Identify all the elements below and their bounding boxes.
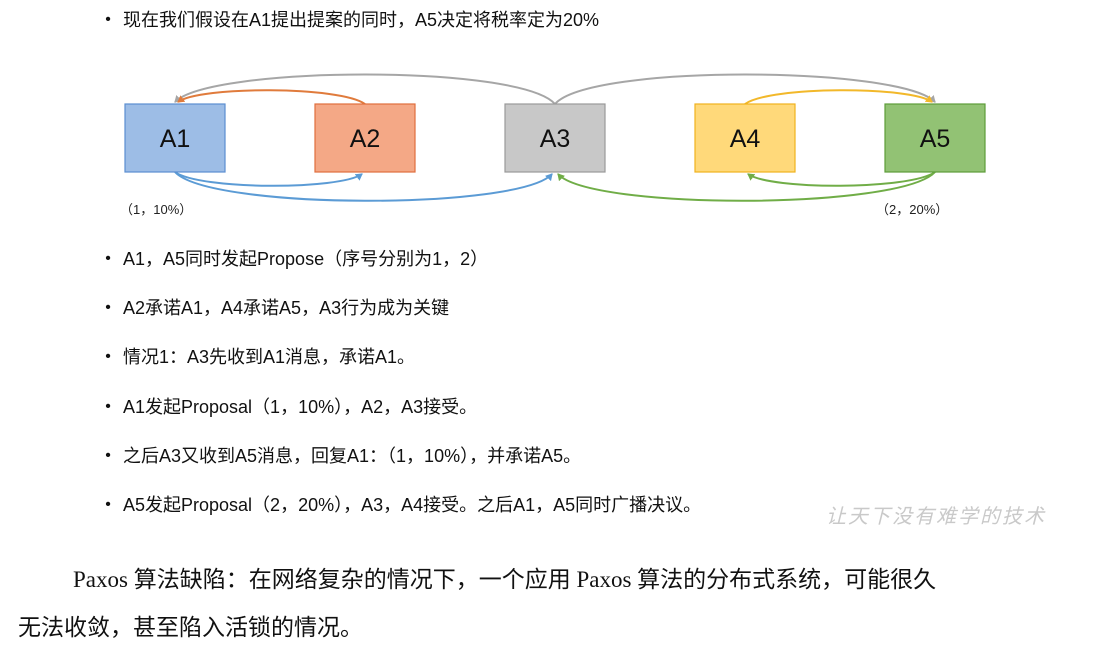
- node-a1-label: A1: [160, 125, 191, 153]
- node-a4: A4: [694, 103, 796, 173]
- arrow-a5-to-a4: [747, 171, 936, 187]
- arrow-a1-to-a3: [174, 171, 553, 202]
- node-a5: A5: [884, 103, 986, 173]
- bullet-item: • 情况1：A3先收到A1消息，承诺A1。: [104, 345, 415, 369]
- node-a2: A2: [314, 103, 416, 173]
- bullet-dot: •: [105, 447, 111, 464]
- paragraph-line: 无法收敛，甚至陷入活锁的情况。: [18, 615, 363, 640]
- bullet-dot: •: [105, 299, 111, 316]
- body-paragraph: Paxos 算法缺陷：在网络复杂的情况下，一个应用 Paxos 算法的分布式系统…: [18, 556, 1108, 652]
- node-a2-label: A2: [350, 125, 381, 153]
- bullet-text: A1，A5同时发起Propose（序号分别为1，2）: [123, 249, 489, 269]
- arrow-a3-to-a1: [174, 73, 556, 105]
- node-a5-label: A5: [920, 125, 951, 153]
- bullet-text: A5发起Proposal（2，20%），A3，A4接受。之后A1，A5同时广播决…: [123, 495, 702, 515]
- arrow-a3-to-a5: [554, 73, 936, 105]
- bullet-item: • A1发起Proposal（1，10%），A2，A3接受。: [104, 395, 477, 419]
- bullet-item: • 之后A3又收到A5消息，回复A1：（1，10%），并承诺A5。: [104, 444, 581, 468]
- bullet-item: • A1，A5同时发起Propose（序号分别为1，2）: [104, 247, 488, 271]
- bullet-text: A2承诺A1，A4承诺A5，A3行为成为关键: [123, 298, 450, 318]
- bullet-text: 之后A3又收到A5消息，回复A1：（1，10%），并承诺A5。: [123, 446, 582, 466]
- bullet-item: • 现在我们假设在A1提出提案的同时，A5决定将税率定为20%: [104, 8, 599, 32]
- arrow-a4-to-a5: [744, 89, 933, 105]
- node-a3: A3: [504, 103, 606, 173]
- proposal-label-a5: （2，20%）: [876, 202, 948, 217]
- bullet-text: A1发起Proposal（1，10%），A2，A3接受。: [123, 397, 478, 417]
- bullet-dot: •: [105, 250, 111, 267]
- bullet-text: 现在我们假设在A1提出提案的同时，A5决定将税率定为20%: [123, 10, 600, 30]
- proposal-label-a1: （1，10%）: [120, 202, 192, 217]
- bullet-dot: •: [105, 348, 111, 365]
- node-a3-label: A3: [540, 125, 571, 153]
- bullet-dot: •: [105, 11, 111, 28]
- bullet-item: • A5发起Proposal（2，20%），A3，A4接受。之后A1，A5同时广…: [104, 493, 701, 517]
- arrow-a1-to-a2: [174, 171, 363, 187]
- paxos-diagram: A1 A2 A3 A4 A5 （1，10%） （2，20%）: [120, 73, 986, 217]
- paragraph-line: Paxos 算法缺陷：在网络复杂的情况下，一个应用 Paxos 算法的分布式系统…: [73, 567, 937, 592]
- bullet-text: 情况1：A3先收到A1消息，承诺A1。: [123, 347, 416, 367]
- bullet-dot: •: [105, 398, 111, 415]
- watermark: 让天下没有难学的技术: [826, 504, 1046, 528]
- arrow-a2-to-a1: [177, 89, 366, 105]
- bullet-item: • A2承诺A1，A4承诺A5，A3行为成为关键: [104, 296, 449, 320]
- bullet-dot: •: [105, 496, 111, 513]
- node-a1: A1: [124, 103, 226, 173]
- arrow-a5-to-a3: [557, 171, 936, 202]
- node-a4-label: A4: [730, 125, 761, 153]
